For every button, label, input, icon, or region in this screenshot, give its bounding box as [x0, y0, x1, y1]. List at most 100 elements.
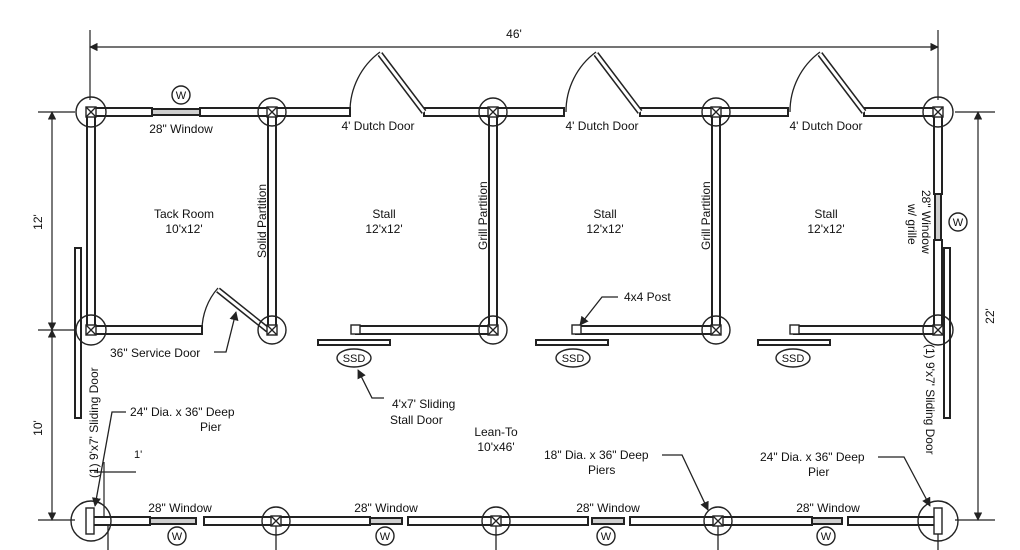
svg-text:4'x7' Sliding: 4'x7' Sliding [392, 397, 455, 411]
top-window-label: 28" Window [149, 122, 213, 136]
right-window-grille-label: w/ grille [905, 203, 919, 245]
stall-2-front-wall [575, 325, 717, 335]
stall-3-name: Stall [814, 207, 837, 221]
window-tag-bottom-3: W [596, 526, 616, 546]
pier-circle [922, 96, 954, 128]
dimension-overall-width: 46' [89, 27, 939, 100]
pier-circle [481, 506, 511, 536]
ssd-tag-3: SSD [775, 348, 811, 368]
dutch-door-2 [565, 51, 643, 114]
right-window-label: 28" Window [919, 190, 933, 254]
pier-circle [701, 97, 731, 127]
svg-text:W: W [601, 531, 612, 543]
bottom-window-label-1: 28" Window [148, 501, 212, 515]
pier-circle [701, 315, 731, 345]
dimension-total-depth: 22' [955, 111, 997, 521]
svg-text:4x4 Post: 4x4 Post [624, 290, 671, 304]
svg-text:24" Dia. x 36" Deep: 24" Dia. x 36" Deep [130, 405, 235, 419]
dim-label-46: 46' [506, 27, 522, 41]
right-sliding-door-label: (1) 9'x7' Sliding Door [923, 344, 937, 455]
svg-text:SSD: SSD [782, 353, 805, 365]
svg-text:18" Dia. x 36" Deep: 18" Dia. x 36" Deep [544, 448, 649, 462]
tack-room-size: 10'x12' [165, 222, 202, 236]
right-wall-lower [933, 239, 943, 331]
dim-label-22: 22' [983, 308, 997, 324]
pier-circle [703, 506, 733, 536]
post-callout: 4x4 Post [579, 290, 671, 326]
dimension-pier-offset: 1' [94, 449, 142, 520]
dimension-stall-depth: 12' 10' [31, 111, 75, 521]
solid-partition-label: Solid Partition [255, 184, 269, 258]
top-wall [89, 107, 939, 117]
bottom-window-pane-3 [591, 517, 625, 525]
bottom-window-label-2: 28" Window [354, 501, 418, 515]
pier-24-left-callout: 24" Dia. x 36" Deep Pier [91, 405, 235, 507]
svg-text:SSD: SSD [343, 353, 366, 365]
pier-circle [261, 506, 291, 536]
pier-circle [70, 500, 112, 542]
dutch-door-1 [349, 51, 427, 114]
pier-circle [257, 315, 287, 345]
sliding-stall-door-2 [535, 339, 609, 346]
svg-text:36" Service Door: 36" Service Door [110, 346, 200, 360]
stall-3-size: 12'x12' [807, 222, 844, 236]
dutch-door-3-label: 4' Dutch Door [790, 119, 863, 133]
sliding-stall-door-1 [317, 339, 391, 346]
left-sliding-door [74, 247, 82, 419]
stall-2-size: 12'x12' [586, 222, 623, 236]
window-tag-bottom-2: W [375, 526, 395, 546]
svg-text:Piers: Piers [588, 463, 615, 477]
pier-18-callout: 18" Dia. x 36" Deep Piers [544, 448, 709, 511]
svg-text:W: W [176, 90, 187, 102]
tack-room-left-wall [86, 111, 96, 331]
dutch-door-2-label: 4' Dutch Door [566, 119, 639, 133]
top-window-pane [151, 108, 201, 116]
svg-text:SSD: SSD [562, 353, 585, 365]
pier-circle [922, 314, 954, 346]
pier-circle [75, 96, 107, 128]
stall-3-front-wall [793, 325, 939, 335]
bottom-window-pane-2 [369, 517, 403, 525]
solid-partition-wall [267, 111, 277, 331]
pier-circle [478, 315, 508, 345]
grill-partition-2-wall [711, 111, 721, 331]
svg-text:W: W [953, 217, 964, 229]
grill-partition-1-wall [488, 111, 498, 331]
ssd-tag-1: SSD [336, 348, 372, 368]
bottom-window-pane-4 [811, 517, 843, 525]
service-door-swing [201, 287, 270, 333]
ssd-tag-2: SSD [555, 348, 591, 368]
right-sliding-door [943, 247, 951, 419]
bottom-window-label-3: 28" Window [576, 501, 640, 515]
sliding-stall-door-3 [757, 339, 831, 346]
right-window-pane [934, 193, 942, 241]
left-sliding-door-label: (1) 9'x7' Sliding Door [87, 367, 101, 478]
pier-circle [917, 500, 959, 542]
grill-partition-2-label: Grill Partition [699, 181, 713, 250]
dim-label-12: 12' [31, 214, 45, 230]
lean-to-size: 10'x46' [477, 440, 514, 454]
dim-label-10: 10' [31, 420, 45, 436]
pier-circle [478, 97, 508, 127]
service-door-callout: 36" Service Door [110, 311, 239, 360]
window-tag-bottom-4: W [816, 526, 836, 546]
svg-text:Stall Door: Stall Door [390, 413, 443, 427]
dutch-door-3 [789, 51, 867, 114]
window-tag-right: W [948, 212, 968, 232]
stall-1-name: Stall [372, 207, 395, 221]
window-tag-top: W [171, 85, 191, 105]
stall-door-callout: 4'x7' Sliding Stall Door [357, 369, 455, 427]
bottom-window-label-4: 28" Window [796, 501, 860, 515]
grill-partition-1-label: Grill Partition [476, 181, 490, 250]
stall-1-front-wall [355, 325, 494, 335]
dim-label-1: 1' [134, 449, 142, 461]
lean-to-name: Lean-To [474, 425, 518, 439]
bottom-wall [89, 516, 939, 550]
tack-room-name: Tack Room [154, 207, 214, 221]
svg-text:W: W [172, 531, 183, 543]
stall-2-name: Stall [593, 207, 616, 221]
dutch-door-1-label: 4' Dutch Door [342, 119, 415, 133]
pier-24-right-callout: 24" Dia. x 36" Deep Pier [760, 450, 931, 507]
piers [70, 96, 959, 542]
stall-1-size: 12'x12' [365, 222, 402, 236]
